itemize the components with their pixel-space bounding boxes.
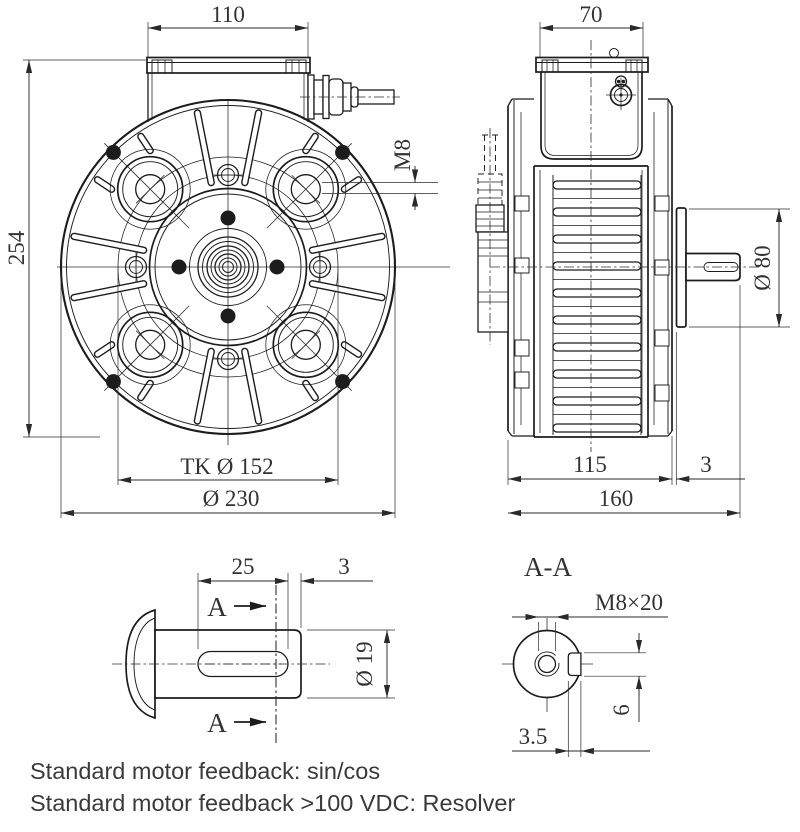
dim-total-length: 160 bbox=[508, 285, 741, 518]
svg-text:M8×20: M8×20 bbox=[595, 590, 663, 615]
right-flange bbox=[648, 98, 673, 437]
thread-arc bbox=[534, 651, 560, 677]
svg-text:254: 254 bbox=[4, 230, 29, 265]
hub-bolt bbox=[220, 210, 236, 226]
svg-text:70: 70 bbox=[580, 2, 603, 27]
dim-body-length: 115 3 bbox=[507, 332, 745, 485]
cooling-ribs-side bbox=[552, 180, 642, 433]
hub-bolt bbox=[171, 259, 187, 275]
front-view: 110 254 M8 TK Ø 152 Ø 230 bbox=[4, 2, 450, 518]
hidden-gland-left bbox=[475, 128, 509, 345]
svg-text:A: A bbox=[207, 592, 227, 622]
rivet-dot bbox=[335, 374, 351, 390]
svg-text:A: A bbox=[207, 708, 227, 738]
dim-front-thread: M8 bbox=[322, 139, 438, 210]
svg-text:M8: M8 bbox=[390, 139, 415, 171]
screw-symbol bbox=[213, 163, 243, 187]
dim-keyway-length: 25 bbox=[197, 554, 289, 649]
output-hub bbox=[675, 207, 741, 328]
svg-text:115: 115 bbox=[573, 452, 607, 477]
svg-text:3: 3 bbox=[338, 554, 350, 579]
rivet-dot bbox=[105, 144, 121, 160]
screw-symbol bbox=[124, 252, 148, 282]
dim-keyway-depth: 3.5 bbox=[512, 681, 650, 757]
shaft-detail-view: A A 25 3 Ø 19 bbox=[112, 554, 395, 745]
dim-box-width: 70 bbox=[539, 2, 644, 57]
junction-box-side bbox=[535, 48, 649, 160]
dim-outer-diameter: Ø 230 bbox=[60, 272, 396, 518]
svg-text:110: 110 bbox=[211, 2, 245, 27]
hub-bolt bbox=[220, 308, 236, 324]
svg-text:6: 6 bbox=[609, 704, 634, 716]
hub-bolt bbox=[269, 259, 285, 275]
svg-text:25: 25 bbox=[232, 554, 255, 579]
rivet-dot bbox=[335, 144, 351, 160]
notes: Standard motor feedback: sin/cos Standar… bbox=[30, 758, 515, 816]
side-view: 70 Ø 80 115 3 160 bbox=[475, 2, 790, 518]
dim-bolt-circle: TK Ø 152 bbox=[117, 267, 339, 485]
keyway-section bbox=[567, 652, 582, 677]
dim-keyway-width: 6 bbox=[584, 633, 646, 722]
cable-gland-front bbox=[300, 74, 400, 120]
svg-text:TK Ø 152: TK Ø 152 bbox=[180, 454, 273, 479]
section-aa-view: A-A M8×20 6 bbox=[502, 552, 668, 757]
svg-text:Ø 230: Ø 230 bbox=[203, 486, 260, 511]
dim-shaft-diameter: Ø 19 bbox=[307, 629, 395, 699]
section-line: A A bbox=[207, 585, 277, 745]
svg-text:160: 160 bbox=[599, 486, 634, 511]
mounting-hole bbox=[109, 148, 191, 230]
shaft-hub-front bbox=[171, 210, 285, 324]
tapped-hole bbox=[537, 654, 557, 674]
left-flange bbox=[507, 98, 534, 437]
dim-front-height: 254 bbox=[4, 59, 146, 438]
svg-text:Ø 80: Ø 80 bbox=[750, 245, 775, 290]
mounting-hole bbox=[265, 148, 347, 230]
junction-box-front bbox=[146, 56, 311, 122]
svg-text:Ø 19: Ø 19 bbox=[352, 641, 377, 686]
rivet-dot bbox=[105, 374, 121, 390]
dim-keyway-end-gap: 3 bbox=[300, 554, 373, 628]
connector-symbol bbox=[606, 75, 636, 110]
note-feedback-standard: Standard motor feedback: sin/cos bbox=[30, 758, 380, 784]
dim-tapped-thread: M8×20 bbox=[512, 590, 668, 651]
svg-text:3.5: 3.5 bbox=[519, 724, 548, 749]
section-title: A-A bbox=[524, 552, 572, 582]
lifting-eye bbox=[609, 48, 619, 58]
cooling-fins bbox=[70, 109, 386, 425]
screw-symbol bbox=[213, 347, 243, 371]
note-feedback-hv: Standard motor feedback >100 VDC: Resolv… bbox=[30, 790, 515, 816]
dim-front-width: 110 bbox=[147, 2, 309, 57]
screw-symbol bbox=[308, 252, 332, 282]
dim-hub-diameter: Ø 80 bbox=[689, 208, 790, 328]
svg-text:3: 3 bbox=[700, 452, 712, 477]
